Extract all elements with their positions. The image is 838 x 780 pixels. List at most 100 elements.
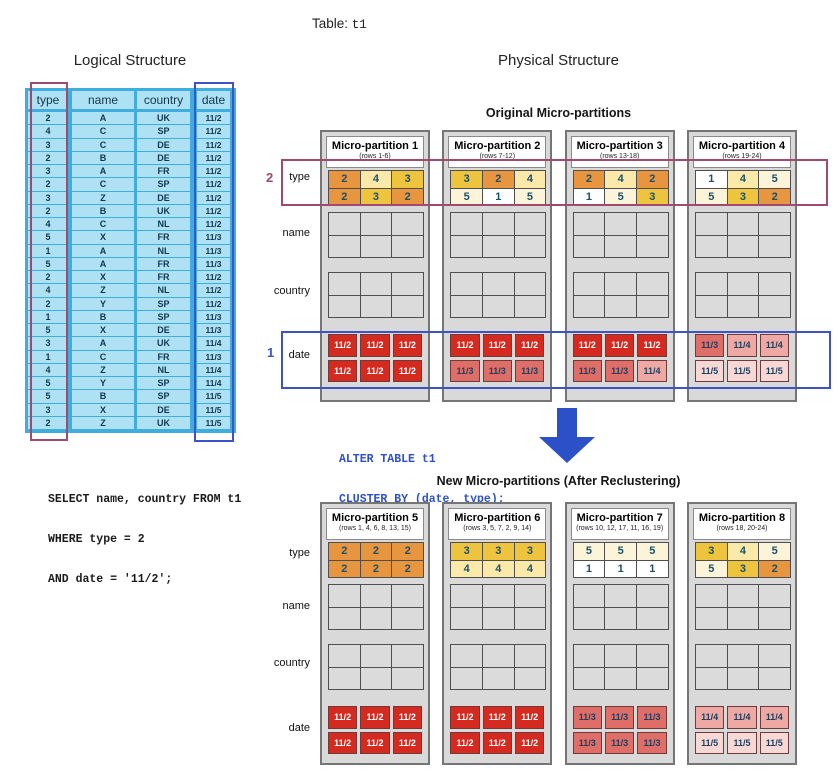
empty-cell [514,607,546,629]
empty-cell [727,235,759,257]
table-cell: UK [134,336,194,351]
partition-header: Micro-partition 3(rows 13-18) [570,136,669,168]
table-cell: 5 [26,389,71,404]
type-cell: 2 [392,560,423,577]
type-cell: 4 [360,171,392,188]
empty-cell [392,213,423,235]
country-grid [450,644,547,690]
table-cell: A [68,109,136,126]
type-cell: 2 [329,188,360,205]
type-cell: 2 [329,171,360,188]
partition-header: Micro-partition 1(rows 1-6) [326,136,424,168]
empty-cell [573,235,605,257]
type-cell: 2 [329,543,360,560]
date-cell: 11/2 [360,359,390,382]
table-cell: 11/4 [190,375,234,391]
type-cell: 5 [695,188,727,205]
empty-cell [695,645,727,667]
partition-title: Micro-partition 1 [331,140,419,152]
empty-cell [514,273,546,295]
date-cell: 11/5 [727,731,757,754]
table-cell: 3 [26,163,71,179]
table-cell: C [68,124,136,139]
empty-cell [695,667,727,689]
empty-cell [360,273,392,295]
date-cell: 11/3 [694,334,725,357]
empty-cell [482,645,514,667]
date-cell: 11/3 [637,706,667,729]
row-label-name: name [282,227,310,239]
table-cell: B [68,203,136,219]
date-cell: 11/2 [328,706,358,729]
table-cell: SP [134,309,194,325]
table-cell: B [68,150,136,166]
select-query: SELECT name, country FROM t1 WHERE type … [48,466,241,600]
type-cell: 4 [482,560,514,577]
table-cell: 2 [26,203,71,219]
table-cell: 1 [26,309,71,325]
date-cell: 11/2 [514,706,545,729]
table-cell: B [68,309,136,325]
table-cell: Z [68,415,136,432]
empty-cell [573,667,605,689]
empty-cell [759,667,790,689]
partition-header: Micro-partition 2(rows 7-12) [448,136,547,168]
date-cell: 11/2 [360,731,390,754]
table-cell: Y [68,296,136,311]
empty-cell [451,213,482,235]
date-cell: 11/3 [482,359,512,382]
country-grid [694,272,791,318]
empty-cell [695,607,727,629]
table-cell: Z [68,362,136,378]
empty-cell [451,235,482,257]
empty-cell [482,585,514,607]
table-cell: 2 [26,177,71,192]
type-priority-marker: 2 [266,170,274,185]
empty-cell [451,667,482,689]
date-cell: 11/4 [637,359,667,382]
column-header: country [134,89,194,112]
empty-cell [759,273,790,295]
row-label-country: country [273,285,310,297]
column-header: type [26,89,71,112]
partition-rows-range: (rows 3, 5, 7, 2, 9, 14) [463,525,532,532]
empty-cell [695,213,727,235]
type-cell: 2 [360,560,392,577]
table-cell: 2 [26,109,71,126]
type-cell: 5 [573,543,605,560]
table-name: t1 [351,18,367,32]
date-cell: 11/2 [514,731,545,754]
date-cell: 11/2 [360,334,390,357]
partition-title: Micro-partition 2 [454,140,541,152]
empty-cell [605,273,636,295]
empty-cell [451,585,482,607]
empty-cell [482,235,514,257]
date-cell: 11/4 [759,334,789,357]
table-cell: Z [68,190,136,205]
type-cell: 3 [727,560,759,577]
empty-cell [482,273,514,295]
empty-cell [573,273,605,295]
name-grid [572,212,669,258]
empty-cell [636,607,668,629]
type-cell: 3 [360,188,392,205]
partition-title: Micro-partition 6 [454,512,541,524]
type-cell: 1 [482,188,514,205]
empty-cell [636,213,668,235]
empty-cell [482,213,514,235]
micro-partition: Micro-partition 7(rows 10, 12, 17, 11, 1… [564,502,675,765]
name-grid [572,584,669,630]
date-cell: 11/2 [360,706,390,729]
empty-cell [329,607,360,629]
partition-rows-range: (rows 7-12) [479,153,516,160]
table-cell: 11/5 [190,389,234,404]
column-header: date [190,89,234,112]
table-cell: X [68,322,136,338]
